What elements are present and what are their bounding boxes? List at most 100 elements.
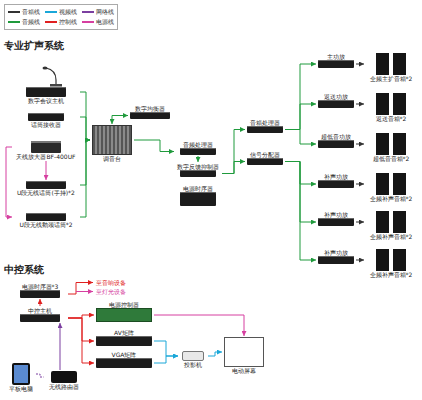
legend-entry: 音频线 xyxy=(8,18,40,26)
device-label: 补声功放 xyxy=(324,173,348,180)
legend-text: 音频线 xyxy=(22,18,40,25)
device-label: 电源时序器*3 xyxy=(22,283,59,290)
connector xyxy=(112,116,128,125)
device-icon xyxy=(96,336,152,346)
connector xyxy=(285,162,316,261)
device-node: 全频补声音箱*2 xyxy=(364,248,418,279)
device-node: 电源时序器*3 xyxy=(12,282,68,299)
device-label: 电源控制器 xyxy=(109,301,139,308)
device-icon xyxy=(318,60,354,68)
device-label: 信号分配器 xyxy=(250,151,280,158)
device-node: 返送音箱*2 xyxy=(364,92,418,123)
device-icon xyxy=(31,141,61,153)
device-node: 无线路由器 xyxy=(44,370,84,391)
device-label: 返送功放 xyxy=(324,93,348,100)
device-icon xyxy=(376,133,406,155)
legend-swatch xyxy=(82,21,94,23)
device-node: 返送功放 xyxy=(316,92,356,109)
legend-text: 音箱线 xyxy=(22,8,40,15)
legend-entry: 电源线 xyxy=(82,18,114,26)
device-label: 全频补声音箱*2 xyxy=(370,233,413,240)
device-icon xyxy=(318,140,354,148)
device-node: 超低音音箱*2 xyxy=(364,132,418,163)
device-node: 电动屏幕 xyxy=(222,336,266,375)
device-node: 投影机 xyxy=(178,350,208,369)
device-icon xyxy=(26,181,66,189)
device-node: 话筒接收器 xyxy=(12,112,80,129)
device-node: 电源控制器 xyxy=(94,300,154,323)
device-node: 补声功放 xyxy=(316,210,356,227)
connector xyxy=(222,162,245,174)
device-icon xyxy=(96,308,152,322)
note-label: 至音响设备 xyxy=(96,279,126,286)
device-icon xyxy=(247,126,283,133)
device-node: 补声功放 xyxy=(316,172,356,189)
device-node: 信号分配器 xyxy=(245,150,285,166)
connector xyxy=(222,130,245,174)
device-label: 电动屏幕 xyxy=(232,367,256,374)
device-node: 中控主机 xyxy=(12,306,68,323)
device-label: 音箱处理器 xyxy=(250,119,280,126)
connector xyxy=(80,140,90,217)
device-icon xyxy=(376,211,406,233)
device-icon xyxy=(20,314,60,322)
device-label: 投影机 xyxy=(184,361,202,368)
legend-text: 控制线 xyxy=(59,18,77,25)
device-node: 电源时序器 xyxy=(174,184,222,207)
device-node: 调音台 xyxy=(90,124,134,163)
device-node: VGA矩阵 xyxy=(94,350,154,369)
device-label: 数字均衡器 xyxy=(135,105,165,112)
legend-entry: 网络线 xyxy=(82,8,114,16)
device-label: 平板电脑 xyxy=(9,385,33,392)
connector xyxy=(154,356,178,363)
legend-box: 音箱线 视频线网络线音频线 控制线电源线 xyxy=(4,4,118,30)
legend-entry: 视频线 xyxy=(45,8,77,16)
device-icon xyxy=(376,53,406,75)
device-label: 全频补声音箱*2 xyxy=(370,271,413,278)
device-icon xyxy=(318,218,354,226)
device-label: 超低音音箱*2 xyxy=(373,155,410,162)
device-icon xyxy=(26,213,66,221)
device-node: U段无线话筒(手持)*2 xyxy=(12,180,80,197)
device-label: 音频处理器 xyxy=(183,141,213,148)
device-label: 无线路由器 xyxy=(49,383,79,390)
device-label: 主功放 xyxy=(327,53,345,60)
legend-text: 视频线 xyxy=(59,8,77,15)
device-icon xyxy=(247,158,283,165)
device-label: 补声功放 xyxy=(324,249,348,256)
connector xyxy=(6,147,12,217)
connector xyxy=(36,374,44,377)
device-label: VGA矩阵 xyxy=(112,351,137,358)
device-icon xyxy=(182,351,204,361)
device-node: 全频补声音箱*2 xyxy=(364,210,418,241)
connector xyxy=(356,64,364,65)
device-label: AV矩阵 xyxy=(114,329,134,336)
microphone-head xyxy=(43,67,48,70)
device-node: U段无线鹅颈话筒*2 xyxy=(12,212,80,229)
device-icon xyxy=(224,337,264,367)
connector xyxy=(80,92,90,140)
device-icon xyxy=(376,249,406,271)
device-label: U段无线鹅颈话筒*2 xyxy=(19,221,72,228)
device-node: 平板电脑 xyxy=(6,362,36,393)
device-icon xyxy=(318,100,354,108)
device-node: AV矩阵 xyxy=(94,328,154,347)
device-icon xyxy=(51,371,77,383)
device-label: 电源时序器 xyxy=(183,185,213,192)
connector xyxy=(285,64,316,130)
connector xyxy=(285,104,316,130)
legend-swatch xyxy=(82,11,94,13)
device-icon xyxy=(92,125,132,155)
section-heading: 中控系统 xyxy=(4,264,44,275)
wire xyxy=(76,291,93,292)
device-label: 超低音功放 xyxy=(321,133,351,140)
device-icon xyxy=(376,93,406,115)
legend-swatch xyxy=(8,21,20,23)
connector xyxy=(356,104,364,105)
connector xyxy=(80,140,90,185)
legend-swatch xyxy=(45,21,57,23)
device-icon xyxy=(318,256,354,264)
connector xyxy=(356,260,364,261)
device-icon xyxy=(376,173,406,195)
device-icon xyxy=(26,87,66,97)
